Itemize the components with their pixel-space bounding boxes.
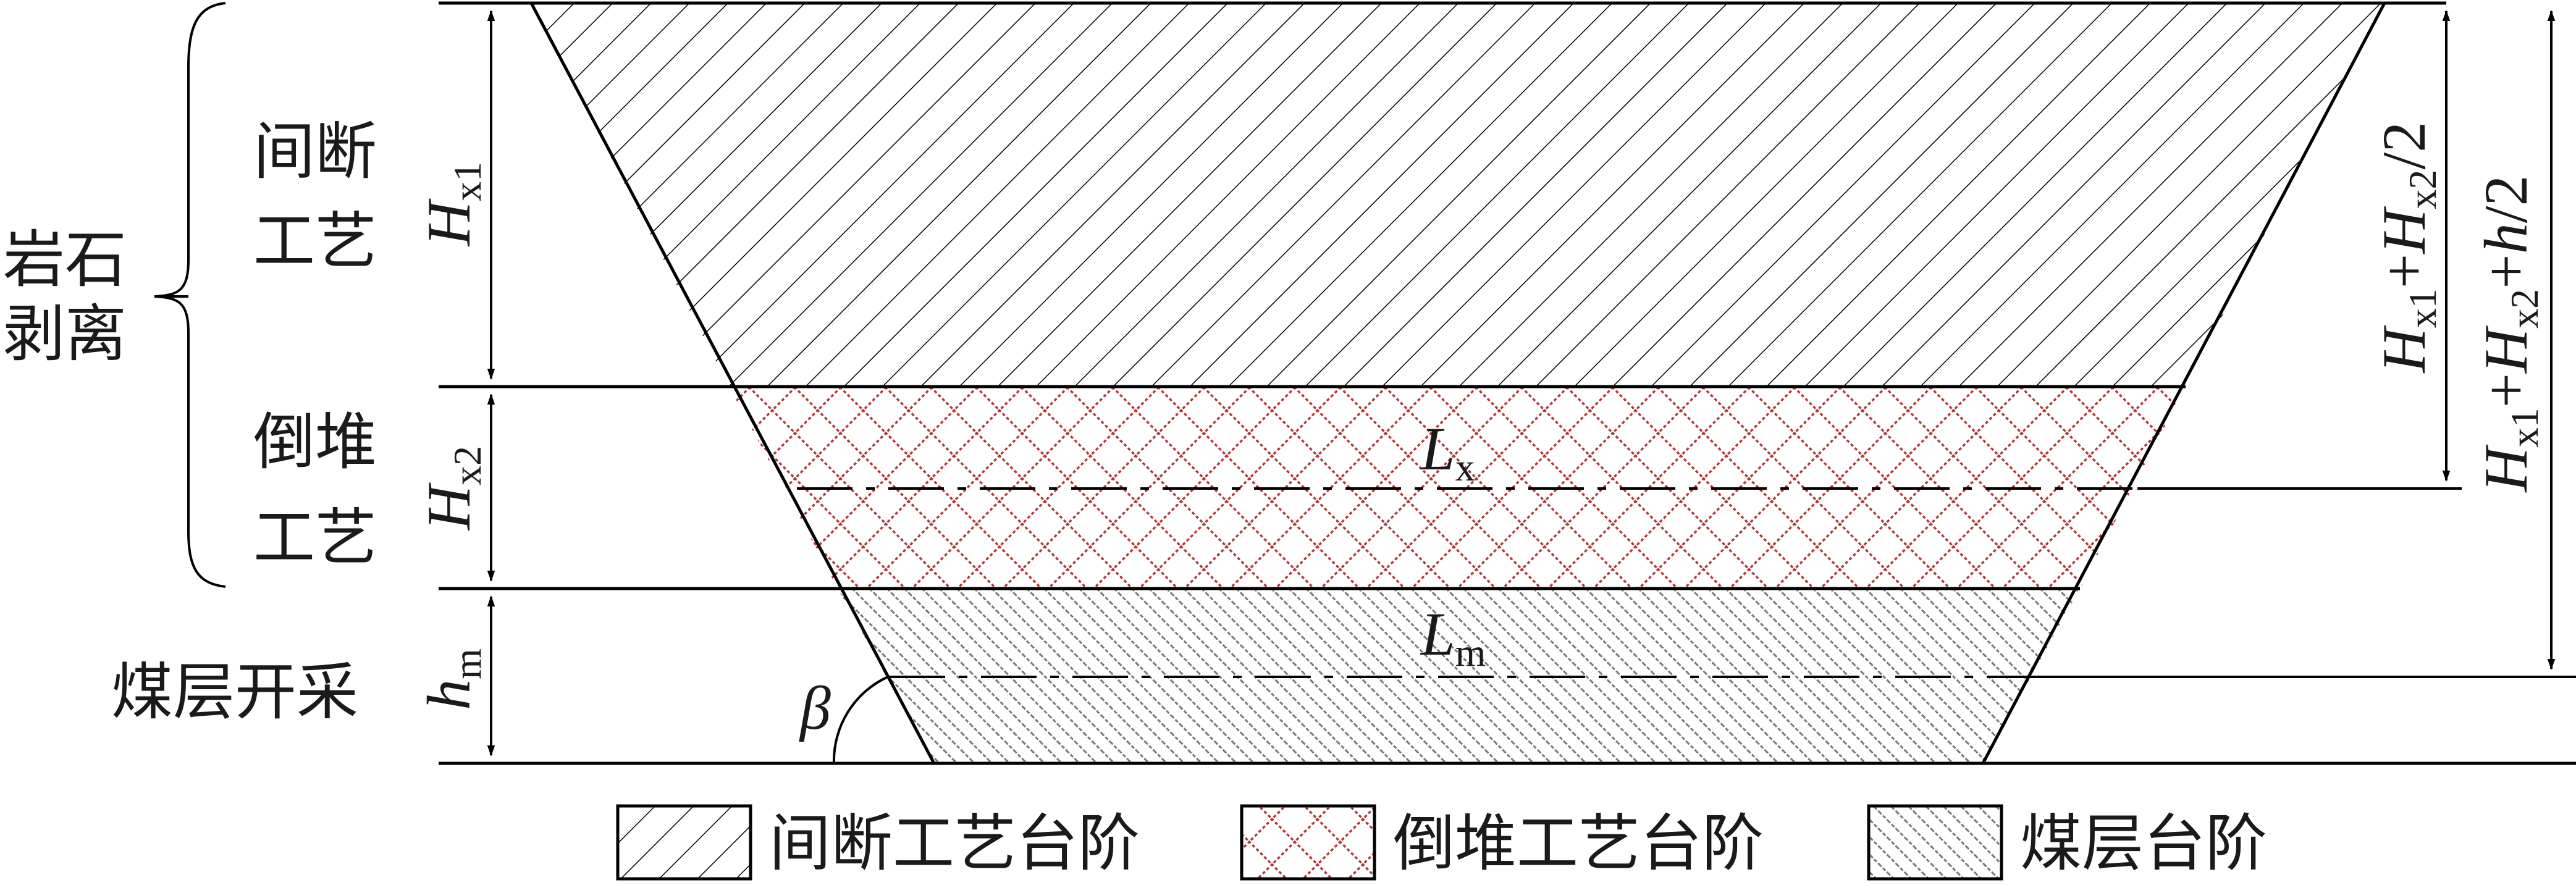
hm-label: hm (415, 648, 489, 710)
svg-text:煤层台阶: 煤层台阶 (2020, 807, 2267, 879)
svg-text:Hx2: Hx2 (415, 446, 489, 531)
rock-stripping-label: 岩石 剥离 (3, 224, 127, 370)
svg-text:工艺: 工艺 (253, 205, 377, 277)
intermittent-zone (531, 3, 2384, 387)
beta-arc (832, 676, 888, 764)
svg-text:间断: 间断 (253, 115, 377, 188)
legend-swatch-intermittent (616, 804, 752, 881)
legend: 间断工艺台阶 倒堆工艺台阶 煤层台阶 (616, 804, 2267, 881)
intermittent-process-label: 间断 工艺 (253, 115, 377, 277)
lx-label: Lx (1420, 414, 1475, 489)
svg-text:Hx1: Hx1 (415, 162, 489, 247)
legend-swatch-coal (1867, 804, 2003, 881)
lm-label: Lm (1420, 600, 1486, 674)
rock-brace (154, 2, 226, 588)
dump-process-label: 倒堆 工艺 (253, 406, 377, 574)
svg-text:hm: hm (415, 648, 489, 710)
svg-text:剥离: 剥离 (3, 298, 127, 370)
hx1-label: Hx1 (415, 162, 489, 247)
svg-text:倒堆: 倒堆 (253, 406, 377, 478)
legend-swatch-dump (1240, 804, 1376, 881)
coal-mining-label: 煤层开采 (111, 656, 358, 728)
legend-item-intermittent: 间断工艺台阶 (616, 804, 1140, 881)
pit-outline (439, 1, 2576, 765)
svg-text:Hx1+Hx2/2: Hx1+Hx2/2 (2370, 122, 2444, 374)
svg-text:Hx1+Hx2+h/2: Hx1+Hx2+h/2 (2472, 175, 2546, 493)
legend-item-coal: 煤层台阶 (1867, 804, 2267, 881)
svg-text:间断工艺台阶: 间断工艺台阶 (769, 807, 1140, 879)
svg-text:倒堆工艺台阶: 倒堆工艺台阶 (1393, 807, 1764, 879)
right-label-1: Hx1+Hx2/2 (2370, 122, 2444, 374)
hx2-label: Hx2 (415, 446, 489, 531)
right-label-2: Hx1+Hx2+h/2 (2472, 175, 2546, 493)
beta-label: β (799, 674, 831, 742)
svg-text:工艺: 工艺 (253, 501, 377, 574)
legend-item-dump: 倒堆工艺台阶 (1240, 804, 1764, 881)
svg-text:岩石: 岩石 (3, 224, 127, 296)
